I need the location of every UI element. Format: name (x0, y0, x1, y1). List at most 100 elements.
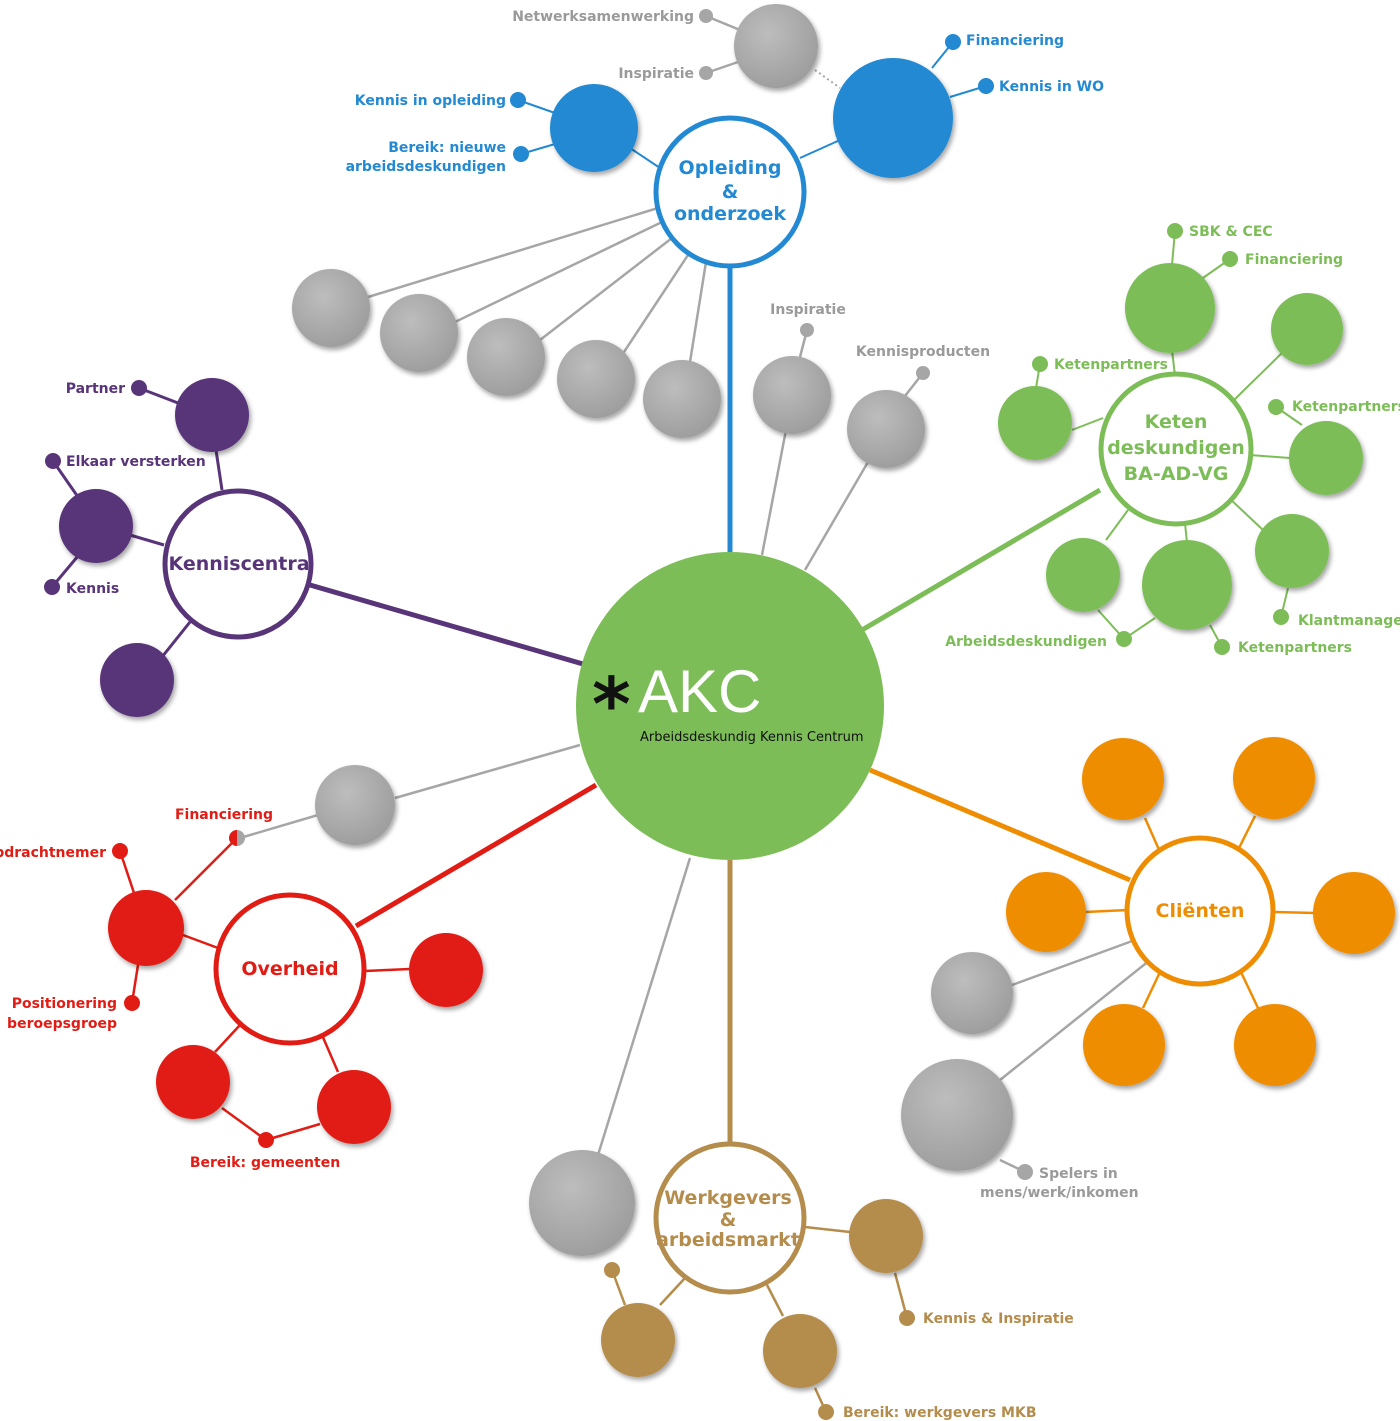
blue-dot (978, 78, 994, 94)
orange-node (1313, 872, 1395, 954)
line-o-4 (1274, 910, 1316, 915)
hub-title-line: deskundigen (1107, 437, 1245, 459)
line-r-3 (214, 1024, 241, 1053)
green-dot (1032, 356, 1048, 372)
line-g-4 (1249, 454, 1291, 459)
label-positionering-line1: Positionering (12, 996, 117, 1012)
line-opl-gray-4 (620, 251, 692, 356)
label-kennis: Kennis (66, 581, 119, 597)
line-cli-gray-1 (1011, 938, 1136, 987)
green-dot (1273, 609, 1289, 625)
financiering-red-dot (229, 830, 245, 846)
line-g-6 (1184, 522, 1188, 544)
label-klantmanagers: Klantmanagers (1298, 613, 1400, 629)
red-node (108, 890, 184, 966)
gray-node (753, 356, 831, 434)
red-dot (258, 1132, 274, 1148)
line-g-2 (1233, 349, 1286, 401)
line-opl-gray-3 (539, 237, 673, 341)
hub-title-line: & (722, 181, 739, 203)
gray-node (380, 294, 458, 372)
gray-nodes (292, 4, 1013, 1256)
line-p-2 (129, 533, 165, 547)
hub-werkgevers-title: Werkgevers & arbeidsmarkt (656, 1187, 800, 1251)
label-kennisproducten: Kennisproducten (856, 344, 990, 360)
purple-node (100, 643, 174, 717)
line-r-8 (221, 1106, 267, 1142)
line-g-7 (1105, 509, 1129, 541)
line-b-1 (804, 1225, 851, 1234)
spoke-kenniscentra (309, 582, 584, 667)
green-group (998, 223, 1363, 655)
hub-title-line: Opleiding (679, 157, 782, 179)
line-o-5 (1141, 971, 1162, 1009)
blue-dot (510, 92, 526, 108)
line-g-3 (1071, 417, 1104, 431)
orange-node (1082, 738, 1164, 820)
label-bereik-nieuwe-line1: Bereik: nieuwe (388, 140, 506, 156)
hub-title-line: BA-AD-VG (1124, 463, 1229, 485)
green-dot (1167, 223, 1183, 239)
spoke-overheid (354, 782, 598, 929)
brown-node (849, 1199, 923, 1273)
line-opl-gray-2 (454, 220, 663, 324)
hub-overheid (213, 892, 367, 1046)
kennisproducten-dot (916, 366, 930, 380)
green-node (1046, 538, 1120, 612)
gray-node (315, 765, 395, 845)
green-node (1271, 293, 1343, 365)
line-opl-gray-1 (367, 206, 659, 299)
line-r-9 (265, 1122, 321, 1142)
label-inspiratie-top: Inspiratie (618, 66, 694, 82)
green-node (1142, 540, 1232, 630)
line-r-2 (364, 967, 411, 973)
purple-dot (45, 453, 61, 469)
gray-node-large (901, 1059, 1013, 1171)
gray-node (292, 269, 370, 347)
green-node (1289, 421, 1363, 495)
line-center-kennisproducten (803, 461, 870, 571)
purple-dot (44, 579, 60, 595)
gray-dots (699, 9, 1033, 1180)
red-node (409, 933, 483, 1007)
purple-node (59, 489, 133, 563)
line-center-gray-left (394, 743, 581, 800)
hub-title-line: Keten (1145, 411, 1208, 433)
orange-group (1006, 737, 1395, 1086)
hub-kenniscentra (162, 488, 314, 640)
gray-node (557, 340, 635, 418)
line-b-3 (765, 1284, 785, 1317)
line-g-5 (1227, 496, 1264, 531)
line-p-1 (214, 449, 224, 491)
brown-group (601, 1199, 923, 1420)
red-dot (124, 995, 140, 1011)
hub-clienten (1124, 835, 1276, 987)
line-o-1 (1143, 817, 1162, 853)
brown-dot (604, 1262, 620, 1278)
green-dot (1222, 251, 1238, 267)
hub-title-line: & (720, 1209, 737, 1231)
line-r-1 (182, 933, 219, 950)
label-spelers-line2: mens/werk/inkomen (980, 1185, 1139, 1201)
gray-node (847, 390, 925, 468)
center-subtitle: Arbeidsdeskundig Kennis Centrum (640, 730, 864, 745)
hub-title-line: Werkgevers (664, 1187, 792, 1209)
netwerk-dot (699, 9, 713, 23)
green-node (1125, 263, 1215, 353)
red-node (317, 1070, 391, 1144)
blue-group (510, 34, 994, 178)
blue-node (550, 84, 638, 172)
label-kennis-inspiratie: Kennis & Inspiratie (923, 1311, 1074, 1327)
line-r-4 (320, 1034, 340, 1073)
spelers-dot (1017, 1164, 1033, 1180)
line-center-inspiratie (760, 429, 788, 556)
green-dot (1214, 639, 1230, 655)
label-sbk-cec: SBK & CEC (1189, 224, 1273, 240)
orange-node (1233, 737, 1315, 819)
gray-node (931, 952, 1013, 1034)
green-node (998, 386, 1072, 460)
label-bereik-nieuwe-line2: arbeidsdeskundigen (346, 159, 506, 175)
center-title: AKC (638, 658, 761, 725)
